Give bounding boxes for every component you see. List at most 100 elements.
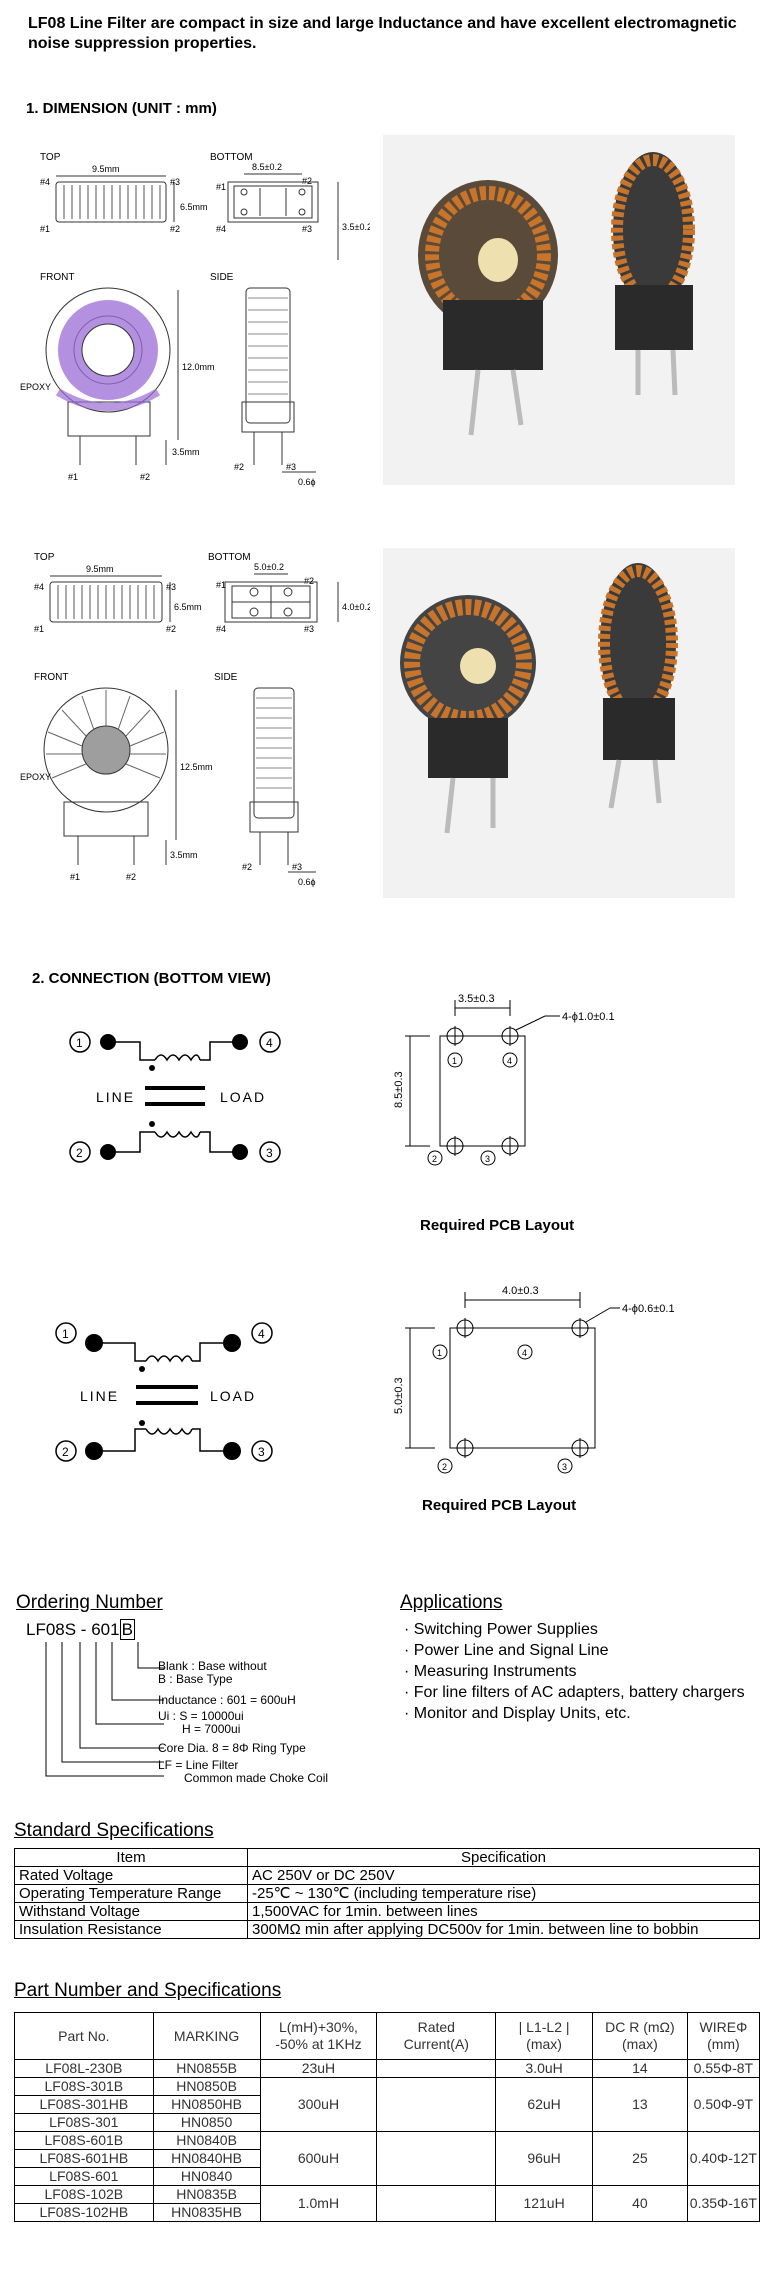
spec-value: -25℃ ~ 130℃ (including temperature rise) (247, 1884, 760, 1903)
table-row: LF08S-102B HN0835B 1.0mH 121uH 40 0.35Φ-… (14, 2185, 761, 2222)
rated-current (376, 2059, 497, 2078)
side-pin3-label: #3 (286, 462, 296, 472)
table-row: LF08S-301B HN0850B 300uH 62uH 13 0.50Φ-9… (14, 2077, 761, 2132)
application-item: · Measuring Instruments (404, 1663, 577, 1680)
inductance: 1.0mH (259, 2185, 378, 2222)
table-row: LF08L-230B HN0855B 23uH 3.0uH 14 0.55Φ-8… (14, 2059, 761, 2078)
marking: HN0840HB (152, 2149, 261, 2168)
part-number: LF08S-301HB (14, 2095, 154, 2114)
inductance: 600uH (259, 2131, 378, 2186)
side-pin-dia: 0.6ϕ (298, 477, 316, 487)
wire: 0.40Φ-12T (686, 2131, 761, 2186)
marking: HN0850B (152, 2077, 261, 2096)
node-2: 2 (76, 1146, 83, 1160)
ordering-lines (45, 1642, 164, 1777)
node2-4: 4 (258, 1327, 265, 1341)
bottom-pin1-label-2: #1 (216, 580, 226, 590)
front-lead: 3.5mm (172, 447, 200, 457)
order-inductance: Inductance : 601 = 600uH (158, 1693, 296, 1707)
side-label-2: SIDE (214, 672, 238, 683)
side-pin3-label-2: #3 (292, 862, 302, 872)
inductance: 23uH (259, 2059, 378, 2078)
table-row: Operating Temperature Range -25℃ ~ 130℃ … (14, 1884, 760, 1903)
inductance-header-line2: -50% at 1KHz (275, 2036, 362, 2052)
front-pin2-label-2: #2 (126, 872, 136, 882)
dcr-header-line1: DC R (mΩ) (605, 2019, 675, 2035)
rated-header-line2: Current(A) (403, 2036, 469, 2052)
part-number: LF08S-601B (14, 2131, 154, 2150)
spec-item: Operating Temperature Range (14, 1884, 248, 1903)
order-core: Core Dia. 8 = 8Φ Ring Type (158, 1741, 306, 1755)
part-number: LF08S-301 (14, 2113, 154, 2132)
pcb1-pad2: 2 (432, 1154, 437, 1164)
spec-header-specification: Specification (247, 1848, 760, 1867)
standard-specs-title: Standard Specifications (14, 1820, 214, 1841)
marking: HN0855B (152, 2059, 261, 2078)
side-pin2-label-2: #2 (242, 862, 252, 872)
bottom-height-2: 4.0±0.2 (342, 602, 370, 612)
side-pin2-label: #2 (234, 462, 244, 472)
front-lead-2: 3.5mm (170, 850, 198, 860)
l-diff: 62uH (495, 2077, 593, 2132)
diff-header-line1: | L1-L2 | (518, 2019, 570, 2035)
marking: HN0850HB (152, 2095, 261, 2114)
application-item: · Switching Power Supplies (404, 1621, 598, 1638)
order-lf: LF = Line Filter (158, 1758, 239, 1772)
bottom-pitch: 8.5±0.2 (252, 162, 282, 172)
node-3: 3 (266, 1146, 273, 1160)
pin4-label: #4 (40, 177, 50, 187)
part-number: LF08S-301B (14, 2077, 154, 2096)
pcb1-pad4: 4 (507, 1056, 512, 1066)
epoxy-label-2: EPOXY (20, 772, 51, 782)
marking: HN0850 (152, 2113, 261, 2132)
front-pin2-label: #2 (140, 472, 150, 482)
pcb2-pad2: 2 (442, 1462, 447, 1472)
schematic-1: 1 4 2 3 LINE LOAD (69, 1031, 281, 1163)
line-label: LINE (96, 1089, 135, 1105)
pcb2-width: 4.0±0.3 (502, 1285, 539, 1297)
marking: HN0835B (152, 2185, 261, 2204)
standard-specs-table: Item Specification Rated Voltage AC 250V… (14, 1848, 760, 1939)
dimension-drawing-2: TOP BOTTOM FRONT SIDE 9.5mm 6.5mm 5.0±0.… (20, 552, 370, 887)
pcb-layout-1: 3.5±0.3 8.5±0.3 4-ϕ1.0±0.1 1 4 2 3 (393, 993, 615, 1166)
part-number: LF08S-601 (14, 2167, 154, 2186)
wire-header-line1: WIREΦ (699, 2019, 748, 2035)
pcb-layout-2: 4.0±0.3 5.0±0.3 4-ϕ0.6±0.1 1 4 2 3 (393, 1285, 675, 1474)
table-row: Withstand Voltage 1,500VAC for 1min. bet… (14, 1902, 760, 1921)
top-height-2: 6.5mm (174, 602, 202, 612)
pcb1-pad3: 3 (485, 1154, 490, 1164)
front-pin1-label-2: #1 (70, 872, 80, 882)
inductance-header-line1: L(mH)+30%, (278, 2019, 358, 2035)
parts-header-part: Part No. (14, 2012, 154, 2060)
top-label: TOP (40, 152, 61, 163)
spec-value: 1,500VAC for 1min. between lines (247, 1902, 760, 1921)
l-diff: 121uH (495, 2185, 593, 2222)
pcb1-caption: Required PCB Layout (420, 1217, 575, 1234)
applications-title: Applications (400, 1592, 503, 1613)
parts-header-marking: MARKING (152, 2012, 261, 2060)
top-width: 9.5mm (92, 164, 120, 174)
dc-resistance: 13 (591, 2077, 688, 2132)
pcb2-hole: 4-ϕ0.6±0.1 (622, 1303, 675, 1315)
pcb1-pad1: 1 (452, 1056, 457, 1066)
front-height: 12.0mm (182, 362, 215, 372)
node-1: 1 (76, 1036, 83, 1050)
parts-header-inductance: L(mH)+30%,-50% at 1KHz (259, 2012, 378, 2060)
bottom-pin3-label-2: #3 (304, 624, 314, 634)
parts-header-diff: | L1-L2 |(max) (495, 2012, 593, 2060)
order-blank: Blank : Base without (158, 1659, 267, 1673)
top-height: 6.5mm (180, 202, 208, 212)
intro-text: LF08 Line Filter are compact in size and… (28, 15, 737, 52)
table-row: LF08S-102HB HN0835HB (14, 2203, 760, 2222)
bottom-pin4-label-2: #4 (216, 624, 226, 634)
side-label: SIDE (210, 272, 234, 283)
rated-current (376, 2185, 497, 2222)
connection-title: 2. CONNECTION (BOTTOM VIEW) (32, 970, 271, 987)
pin3-label: #3 (170, 177, 180, 187)
pin4-label-2: #4 (34, 582, 44, 592)
spec-item: Rated Voltage (14, 1866, 248, 1885)
node2-2: 2 (62, 1445, 69, 1459)
front-pin1-label: #1 (68, 472, 78, 482)
